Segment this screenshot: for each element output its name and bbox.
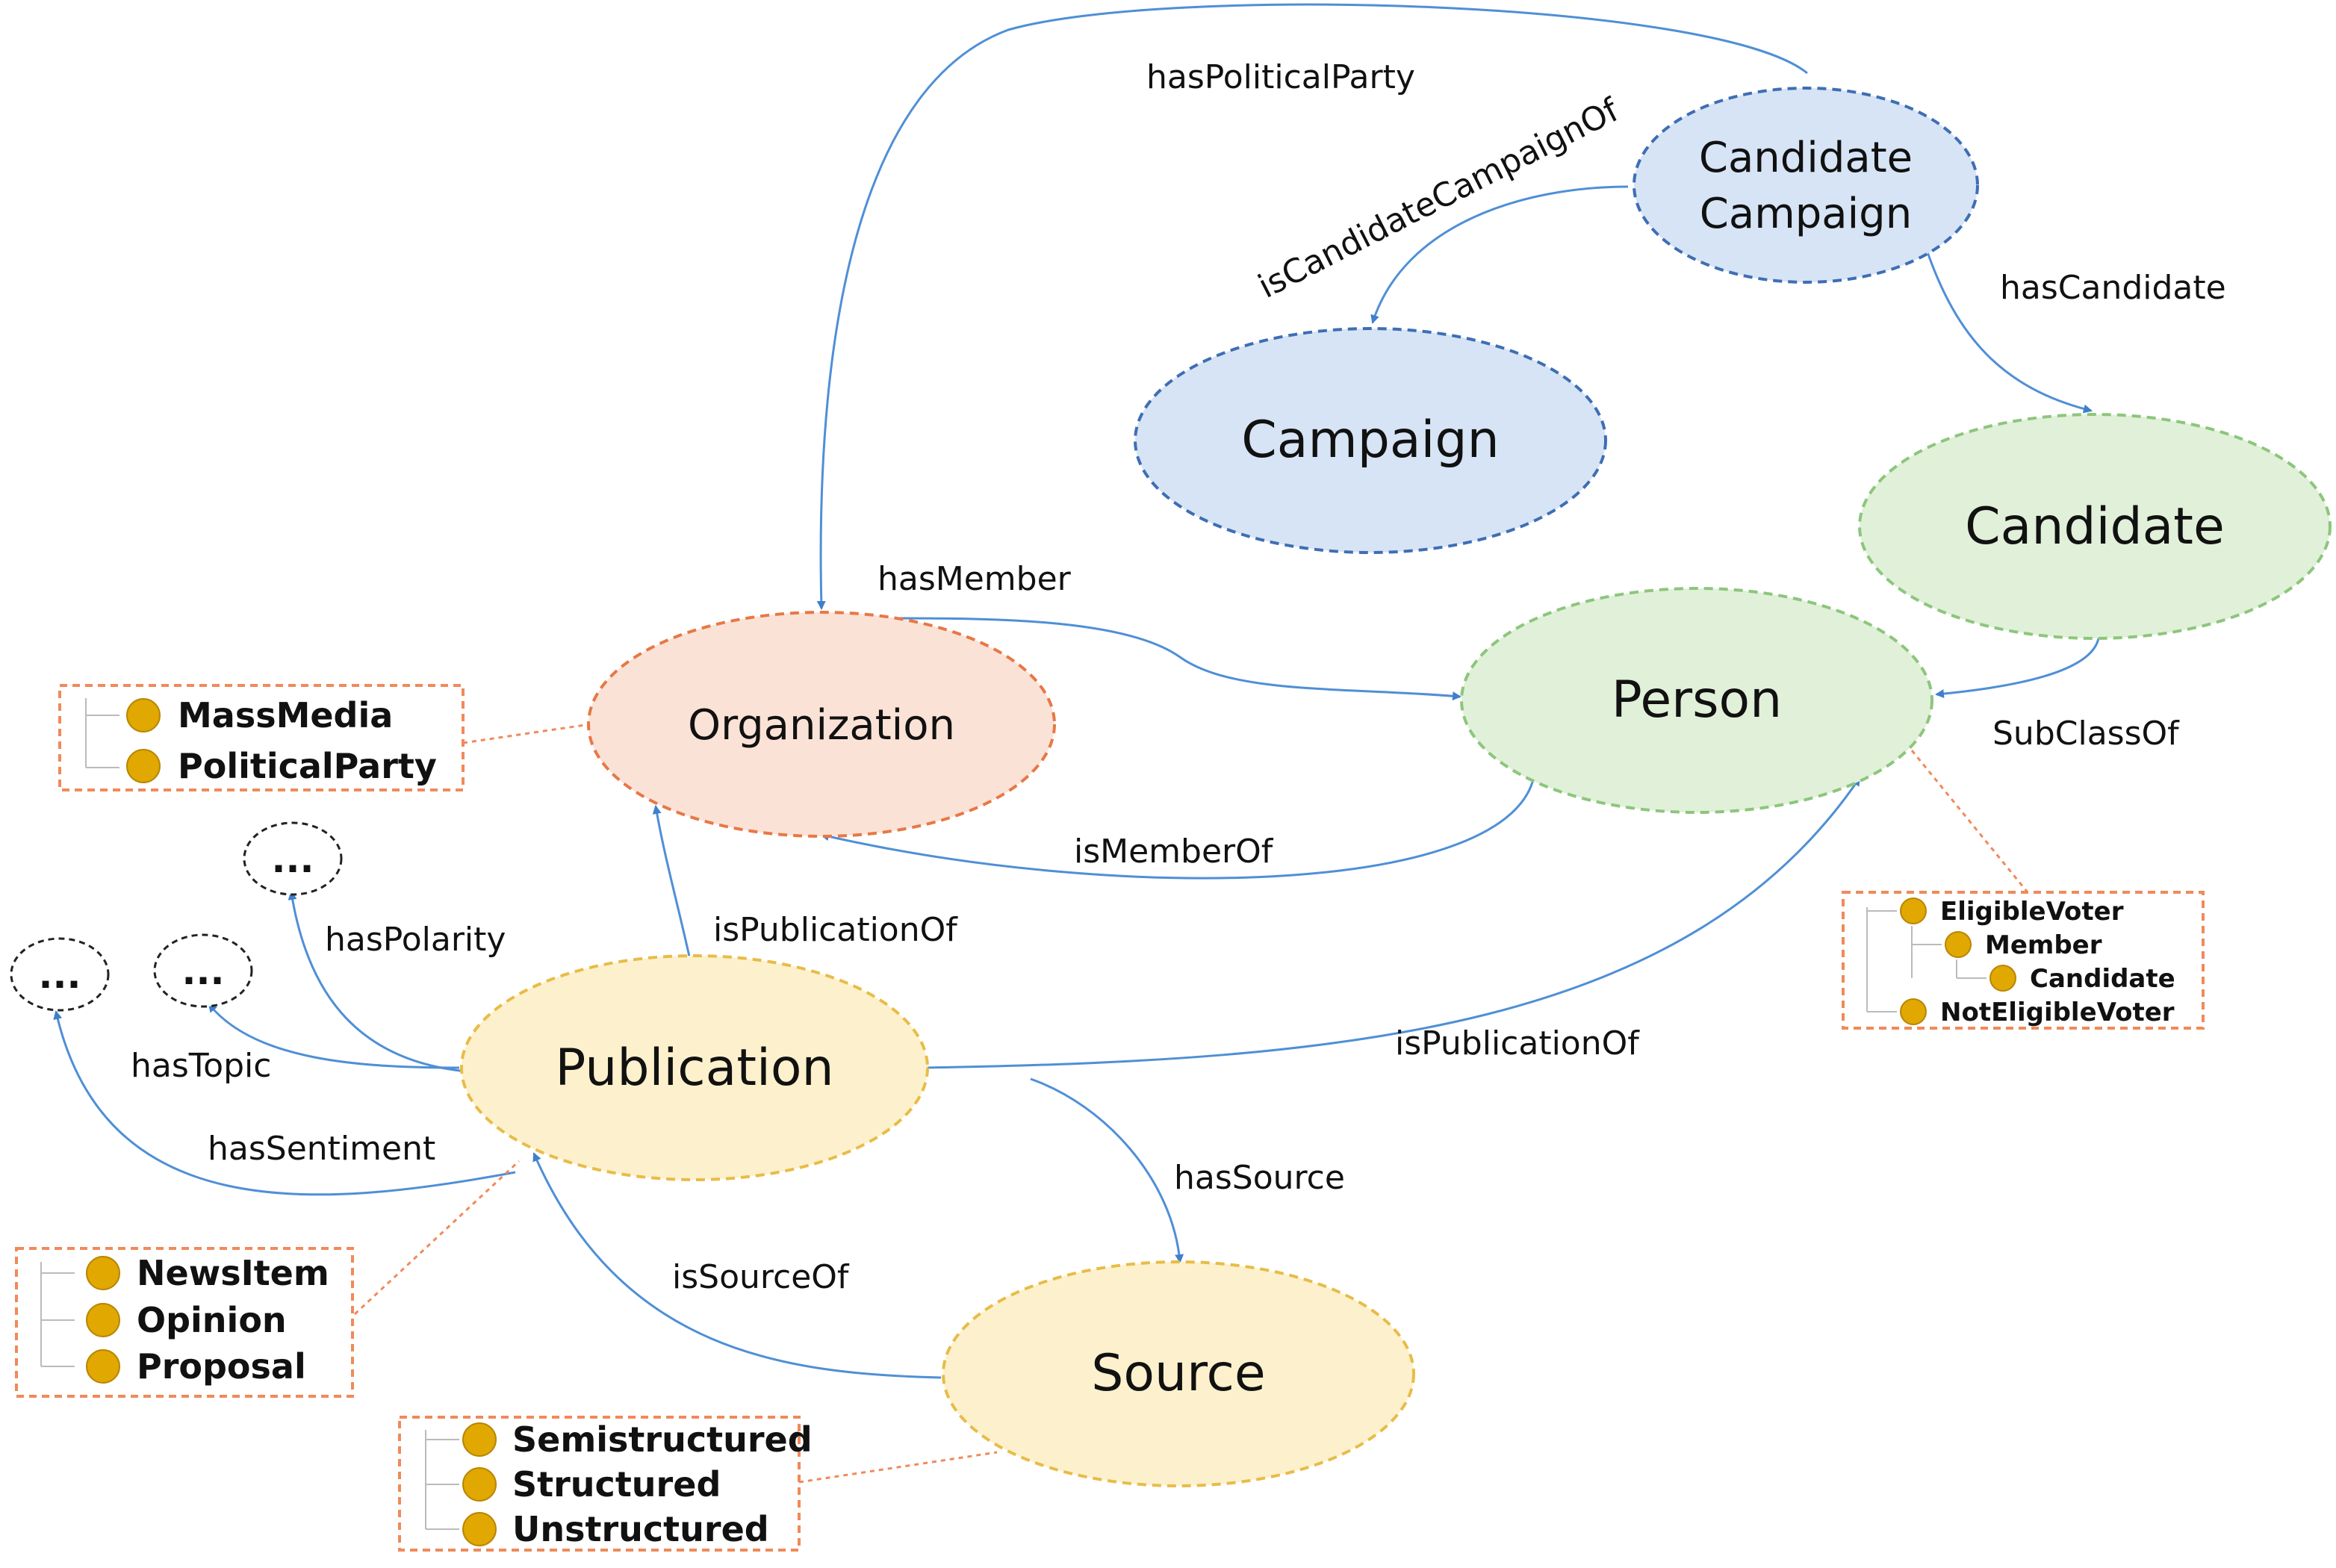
edge-has-political-party	[816, 3, 1808, 610]
class-dot-icon	[462, 1422, 497, 1457]
class-dot-icon	[1945, 931, 1972, 958]
person-label: Person	[1612, 671, 1783, 729]
publication-label: Publication	[555, 1039, 833, 1098]
connector-publication	[353, 1160, 521, 1316]
subclass-item: Semistructured	[512, 1419, 813, 1460]
topic-target-label: ...	[182, 950, 225, 993]
class-dot-icon	[1989, 965, 2016, 992]
label-is-publication-of-person: isPublicationOf	[1395, 1024, 1640, 1063]
edges	[53, 3, 2100, 1379]
edge-is-source-of	[532, 1152, 942, 1379]
edge-sub-class-of	[1935, 638, 2100, 699]
label-has-topic: hasTopic	[131, 1047, 271, 1085]
label-is-source-of: isSourceOf	[672, 1258, 850, 1296]
organization-label: Organization	[688, 701, 955, 750]
subclass-item: Member	[1985, 930, 2102, 960]
edge-is-publication-of-org	[652, 805, 692, 964]
subclass-item: Proposal	[137, 1346, 306, 1387]
connector-source	[798, 1451, 998, 1484]
campaign-label: Campaign	[1241, 411, 1499, 470]
label-has-member: hasMember	[877, 560, 1072, 598]
subclass-box-person: EligibleVoter Member Candidate NotEligib…	[1842, 891, 2205, 1030]
edge-is-candidate-campaign-of	[1370, 185, 1629, 324]
class-dot-icon	[126, 698, 161, 732]
node-sentiment-target[interactable]: ...	[10, 937, 110, 1012]
node-source[interactable]: Source	[942, 1260, 1415, 1487]
node-candidate[interactable]: Candidate	[1858, 413, 2332, 640]
candidate-campaign-label-line2: Campaign	[1700, 190, 1912, 238]
edge-has-source	[1030, 1077, 1184, 1263]
polarity-target-label: ...	[272, 838, 314, 881]
edge-has-member	[895, 617, 1461, 701]
node-person[interactable]: Person	[1460, 587, 1933, 814]
sentiment-target-label: ...	[39, 953, 81, 997]
node-organization[interactable]: Organization	[587, 611, 1056, 838]
edge-has-sentiment	[53, 1010, 516, 1196]
class-dot-icon	[86, 1256, 120, 1290]
subclass-box-source: Semistructured Structured Unstructured	[398, 1416, 813, 1552]
subclass-item: Opinion	[137, 1300, 287, 1340]
candidate-label: Candidate	[1965, 497, 2225, 556]
edge-is-member-of	[820, 772, 1536, 880]
subclass-item: EligibleVoter	[1940, 897, 2124, 927]
class-dot-icon	[462, 1467, 497, 1502]
class-dot-icon	[86, 1349, 120, 1384]
label-is-candidate-campaign-of: isCandidateCampaignOf	[1252, 90, 1626, 305]
subclass-connectors	[353, 723, 2029, 1484]
connector-person	[1910, 750, 2029, 893]
candidate-campaign-label-line1: Candidate	[1699, 134, 1913, 182]
subclass-item: NotEligibleVoter	[1940, 998, 2175, 1027]
edge-has-topic	[208, 1003, 460, 1069]
label-has-political-party: hasPoliticalParty	[1146, 58, 1415, 96]
class-dot-icon	[126, 749, 161, 783]
connector-organization	[462, 723, 591, 744]
node-polarity-target[interactable]: ...	[243, 821, 343, 896]
label-has-sentiment: hasSentiment	[208, 1130, 435, 1168]
edge-is-publication-of-person	[925, 777, 1861, 1069]
subclass-box-organization: MassMedia PoliticalParty	[58, 684, 465, 791]
subclass-item: Structured	[512, 1464, 721, 1505]
label-has-polarity: hasPolarity	[325, 921, 506, 959]
subclass-box-publication: NewsItem Opinion Proposal	[15, 1247, 354, 1398]
label-has-candidate: hasCandidate	[2000, 269, 2226, 307]
class-dot-icon	[86, 1303, 120, 1337]
edge-has-polarity	[288, 891, 467, 1073]
edge-has-candidate	[1925, 249, 2093, 414]
class-dot-icon	[1900, 998, 1927, 1025]
subclass-item: PoliticalParty	[178, 746, 437, 786]
subclass-item: MassMedia	[178, 695, 393, 735]
label-is-member-of: isMemberOf	[1074, 833, 1274, 871]
class-dot-icon	[1900, 897, 1927, 924]
source-label: Source	[1091, 1344, 1266, 1403]
label-sub-class-of: SubClassOf	[1992, 715, 2180, 753]
node-topic-target[interactable]: ...	[153, 933, 253, 1008]
subclass-item: NewsItem	[137, 1253, 329, 1293]
node-campaign[interactable]: Campaign	[1134, 327, 1607, 554]
subclass-item: Candidate	[2030, 964, 2175, 994]
class-dot-icon	[462, 1512, 497, 1546]
node-publication[interactable]: Publication	[460, 954, 929, 1181]
subclass-item: Unstructured	[512, 1509, 769, 1549]
node-candidate-campaign[interactable]: Candidate Campaign	[1633, 87, 1979, 284]
label-is-publication-of-org: isPublicationOf	[713, 911, 958, 949]
label-has-source: hasSource	[1174, 1159, 1345, 1197]
